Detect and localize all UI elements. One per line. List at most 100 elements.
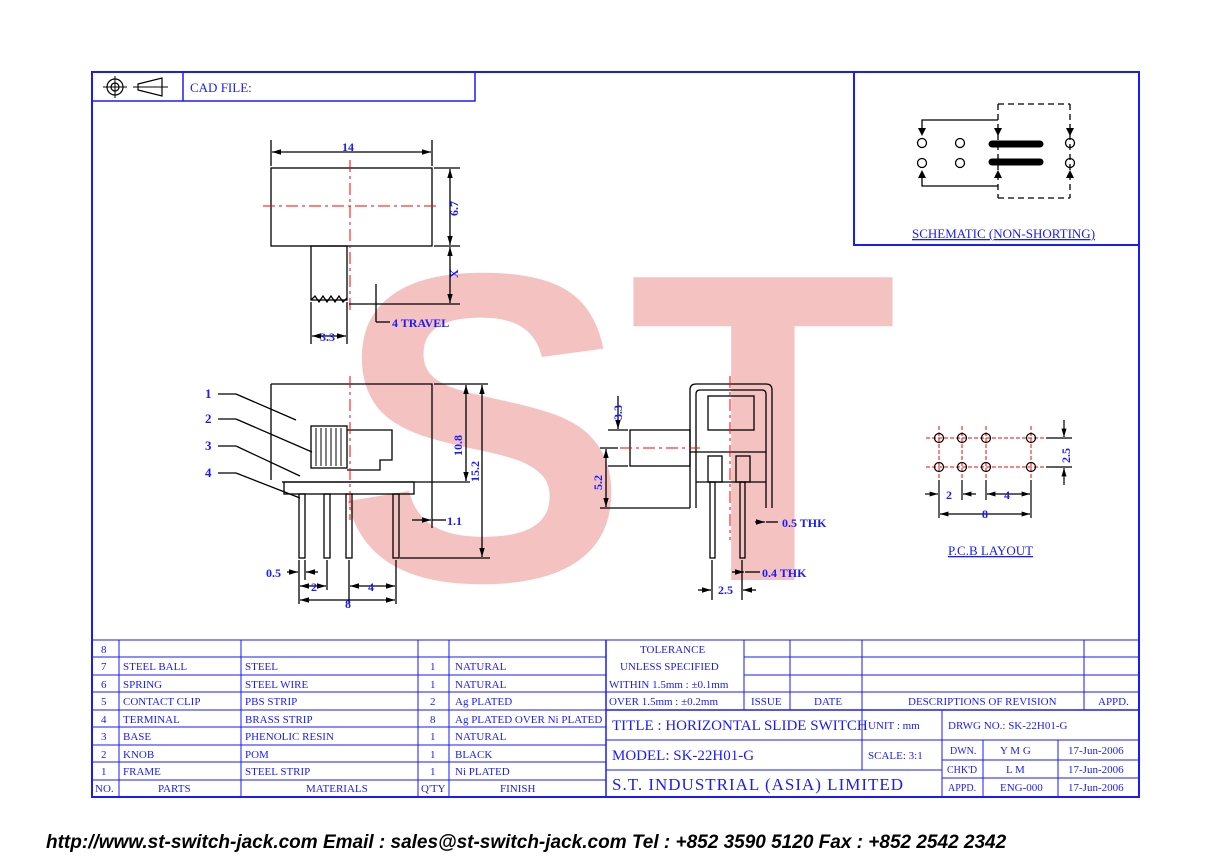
revision-date: DATE <box>814 696 842 708</box>
table-row: 7 STEEL BALL STEEL 1 NATURAL <box>101 661 507 673</box>
svg-text:PHENOLIC RESIN: PHENOLIC RESIN <box>245 731 334 743</box>
dim-15-2: 15.2 <box>468 461 482 482</box>
footer-contact: http://www.st-switch-jack.com Email : sa… <box>46 832 1007 853</box>
drawing-number: DRWG NO.: SK-22H01-G <box>948 720 1068 732</box>
chkd-name: L M <box>1006 764 1025 776</box>
dim-10-8: 10.8 <box>451 435 465 456</box>
svg-text:8: 8 <box>101 644 107 656</box>
dwn-label: DWN. <box>950 746 976 757</box>
watermark-text: ST <box>335 183 897 674</box>
table-row: 2 KNOB POM 1 BLACK <box>101 749 492 761</box>
svg-text:Q'TY: Q'TY <box>421 783 446 795</box>
dim-2-pcb: 2 <box>946 488 952 502</box>
dim-0-5: 0.5 <box>266 566 281 580</box>
drawing-title: TITLE : HORIZONTAL SLIDE SWITCH <box>612 718 868 734</box>
dim-3-3-top: 3.3 <box>320 330 335 344</box>
cad-file-label: CAD FILE: <box>190 80 252 95</box>
dim-2-front: 2 <box>311 580 317 594</box>
dim-8-pcb: 8 <box>982 507 988 521</box>
svg-text:1: 1 <box>101 766 107 778</box>
tolerance-subtitle: UNLESS SPECIFIED <box>620 661 719 673</box>
svg-text:4: 4 <box>101 714 107 726</box>
pcb-layout-label: P.C.B LAYOUT <box>948 543 1033 558</box>
revision-appd: APPD. <box>1098 696 1129 708</box>
table-row: 4 TERMINAL BRASS STRIP 8 Ag PLATED OVER … <box>101 714 602 726</box>
svg-text:NATURAL: NATURAL <box>455 731 507 743</box>
svg-text:7: 7 <box>101 661 107 673</box>
projection-symbol-icon <box>103 76 168 98</box>
svg-text:8: 8 <box>430 714 436 726</box>
tolerance-over: OVER 1.5mm : ±0.2mm <box>609 696 718 708</box>
appd-name: ENG-000 <box>1000 782 1043 794</box>
dim-travel: 4 TRAVEL <box>392 316 449 330</box>
svg-text:MATERIALS: MATERIALS <box>306 783 368 795</box>
table-row: 3 BASE PHENOLIC RESIN 1 NATURAL <box>101 731 507 743</box>
dim-0-5-thk: 0.5 THK <box>782 516 827 530</box>
tolerance-within: WITHIN 1.5mm : ±0.1mm <box>609 679 729 691</box>
table-row: 6 SPRING STEEL WIRE 1 NATURAL <box>101 679 507 691</box>
scale-label: SCALE: 3:1 <box>868 750 923 762</box>
tolerance-title: TOLERANCE <box>640 644 705 656</box>
svg-text:2: 2 <box>101 749 107 761</box>
revision-issue: ISSUE <box>751 696 782 708</box>
schematic-box: SCHEMATIC (NON-SHORTING) <box>853 71 1140 246</box>
svg-text:CONTACT CLIP: CONTACT CLIP <box>123 696 200 708</box>
st-watermark: ST <box>335 183 897 674</box>
dwn-date: 17-Jun-2006 <box>1068 745 1124 757</box>
appd-date: 17-Jun-2006 <box>1068 782 1124 794</box>
svg-text:STEEL WIRE: STEEL WIRE <box>245 679 309 691</box>
svg-text:Ag PLATED: Ag PLATED <box>455 696 512 708</box>
schematic-label: SCHEMATIC (NON-SHORTING) <box>912 226 1095 241</box>
front-view <box>218 376 490 604</box>
table-row: 1 FRAME STEEL STRIP 1 Ni PLATED <box>101 766 510 778</box>
svg-text:Ni PLATED: Ni PLATED <box>455 766 510 778</box>
dim-6-7: 6.7 <box>447 201 461 216</box>
svg-text:NO.: NO. <box>95 783 114 795</box>
svg-text:2: 2 <box>430 696 436 708</box>
dim-3-3-side: 3.3 <box>611 405 625 420</box>
sheet-border <box>91 71 1140 798</box>
svg-text:STEEL: STEEL <box>245 661 278 673</box>
dim-4-pcb: 4 <box>1004 488 1010 502</box>
dim-14: 14 <box>342 140 354 154</box>
svg-text:1: 1 <box>430 679 436 691</box>
callout-1: 1 <box>205 386 212 401</box>
svg-text:BLACK: BLACK <box>455 749 492 761</box>
appd-label: APPD. <box>948 783 976 794</box>
dim-4-front: 4 <box>368 580 374 594</box>
svg-text:5: 5 <box>101 696 107 708</box>
svg-text:NATURAL: NATURAL <box>455 661 507 673</box>
cad-file-box: CAD FILE: <box>91 71 476 102</box>
callout-2: 2 <box>205 411 212 426</box>
tolerance-block: TOLERANCE UNLESS SPECIFIED WITHIN 1.5mm … <box>609 644 1129 708</box>
table-header: NO. PARTS MATERIALS Q'TY FINISH <box>95 783 536 795</box>
table-row: 5 CONTACT CLIP PBS STRIP 2 Ag PLATED <box>101 696 512 708</box>
svg-text:BASE: BASE <box>123 731 151 743</box>
svg-text:Ag PLATED OVER Ni PLATED: Ag PLATED OVER Ni PLATED <box>455 714 602 726</box>
side-view <box>600 376 778 600</box>
dim-5-2: 5.2 <box>591 475 605 490</box>
svg-text:1: 1 <box>430 766 436 778</box>
company-name: S.T. INDUSTRIAL (ASIA) LIMITED <box>612 775 904 794</box>
svg-text:KNOB: KNOB <box>123 749 154 761</box>
title-block: TITLE : HORIZONTAL SLIDE SWITCH UNIT : m… <box>612 718 1124 794</box>
dim-0-4-thk: 0.4 THK <box>762 566 807 580</box>
pcb-layout <box>925 420 1072 518</box>
svg-text:3: 3 <box>101 731 107 743</box>
svg-text:STEEL STRIP: STEEL STRIP <box>245 766 310 778</box>
chkd-label: CHK'D <box>947 765 977 776</box>
dwn-name: Y M G <box>1000 745 1031 757</box>
svg-text:PARTS: PARTS <box>158 783 191 795</box>
dim-1-1: 1.1 <box>447 514 462 528</box>
svg-text:SPRING: SPRING <box>123 679 162 691</box>
svg-text:FRAME: FRAME <box>123 766 161 778</box>
table-row: 8 <box>101 644 107 656</box>
parts-table: 8 7 STEEL BALL STEEL 1 NATURAL 6 SPRING … <box>95 644 602 795</box>
dim-x: X <box>447 269 461 278</box>
svg-text:TERMINAL: TERMINAL <box>123 714 180 726</box>
dim-2-5-pcb: 2.5 <box>1059 448 1073 463</box>
svg-text:1: 1 <box>430 731 436 743</box>
svg-text:BRASS STRIP: BRASS STRIP <box>245 714 313 726</box>
model-label: MODEL: SK-22H01-G <box>612 748 754 764</box>
